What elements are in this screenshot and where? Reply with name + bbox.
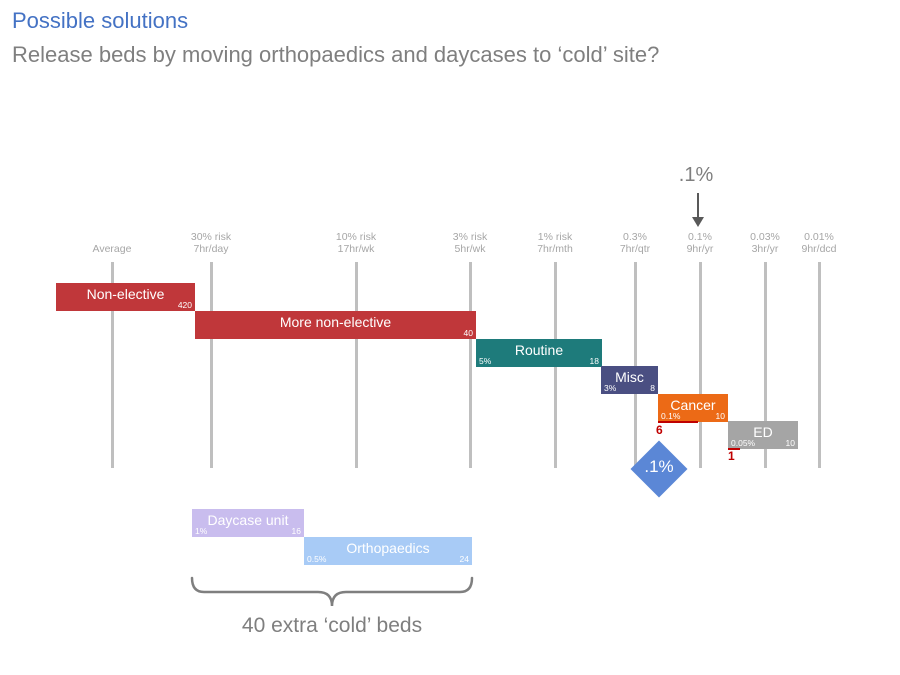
bar-value: 16: [291, 526, 301, 536]
bar-label: Misc: [615, 369, 644, 385]
bar-non-elective: Non-elective 420: [56, 283, 195, 311]
column-label-average: Average: [92, 243, 132, 255]
threshold-diamond: .1%: [630, 440, 688, 498]
gridline-average: [111, 262, 114, 468]
bar-orthopaedics: Orthopaedics 0.5% 24: [304, 537, 472, 565]
bar-percent: 3%: [604, 383, 617, 393]
bar-value: 10: [785, 438, 795, 448]
bar-cancer: Cancer 0.1% 10: [658, 394, 728, 422]
gridline-0-01pct: [818, 262, 821, 468]
column-label-0-3pct: 0.3%7hr/qtr: [619, 231, 651, 255]
ed-under-label: 1: [728, 449, 735, 463]
bar-percent: 0.5%: [307, 554, 327, 564]
page-title: Possible solutions: [12, 8, 189, 33]
gridline-0-3pct: [634, 262, 637, 468]
column-label-0-01pct: 0.01%9hr/dcd: [801, 231, 837, 255]
bar-label: Routine: [514, 342, 564, 358]
bar-label: ED: [753, 424, 773, 440]
gridline-0-1pct: [699, 262, 702, 468]
cancer-marker-line: [658, 421, 698, 423]
bar-percent: 0.05%: [731, 438, 756, 448]
bar-value: 420: [177, 300, 192, 310]
bar-misc: Misc 3% 8: [601, 366, 658, 394]
bar-label: Non-elective: [86, 286, 165, 302]
column-label-0-03pct: 0.03%3hr/yr: [750, 231, 780, 255]
bar-label: Orthopaedics: [346, 540, 430, 556]
column-label-0-1pct: 0.1%9hr/yr: [686, 231, 714, 255]
ed-marker-line: [728, 448, 740, 450]
bar-label: Daycase unit: [207, 512, 289, 528]
bar-value: 18: [589, 356, 599, 366]
bar-percent: 0.1%: [661, 411, 681, 421]
marker-label: .1%: [678, 164, 714, 186]
bar-more-non-elective: More non-elective 40: [195, 311, 476, 339]
cancer-under-label: 6: [656, 423, 663, 437]
bar-ed: ED 0.05% 10: [728, 421, 798, 449]
gridline-0-03pct: [764, 262, 767, 468]
bar-routine: Routine 5% 18: [476, 339, 602, 367]
bar-daycase-unit: Daycase unit 1% 16: [192, 509, 304, 537]
diamond-label: .1%: [644, 457, 674, 476]
curly-brace-icon: [190, 576, 474, 607]
cold-beds-label: 40 extra ‘cold’ beds: [241, 614, 423, 637]
bar-percent: 1%: [195, 526, 208, 536]
gridline-10pct: [355, 262, 358, 468]
bar-value: 24: [459, 554, 469, 564]
bar-label: More non-elective: [279, 314, 392, 330]
bar-label: Cancer: [670, 397, 716, 413]
bar-value: 8: [650, 383, 655, 393]
bar-value: 10: [715, 411, 725, 421]
page-subtitle: Release beds by moving orthopaedics and …: [12, 42, 660, 67]
gridline-30pct: [210, 262, 213, 468]
bar-percent: 5%: [479, 356, 492, 366]
down-arrow-icon: [692, 193, 704, 227]
bar-value: 40: [463, 328, 473, 338]
gridline-3pct: [469, 262, 472, 468]
